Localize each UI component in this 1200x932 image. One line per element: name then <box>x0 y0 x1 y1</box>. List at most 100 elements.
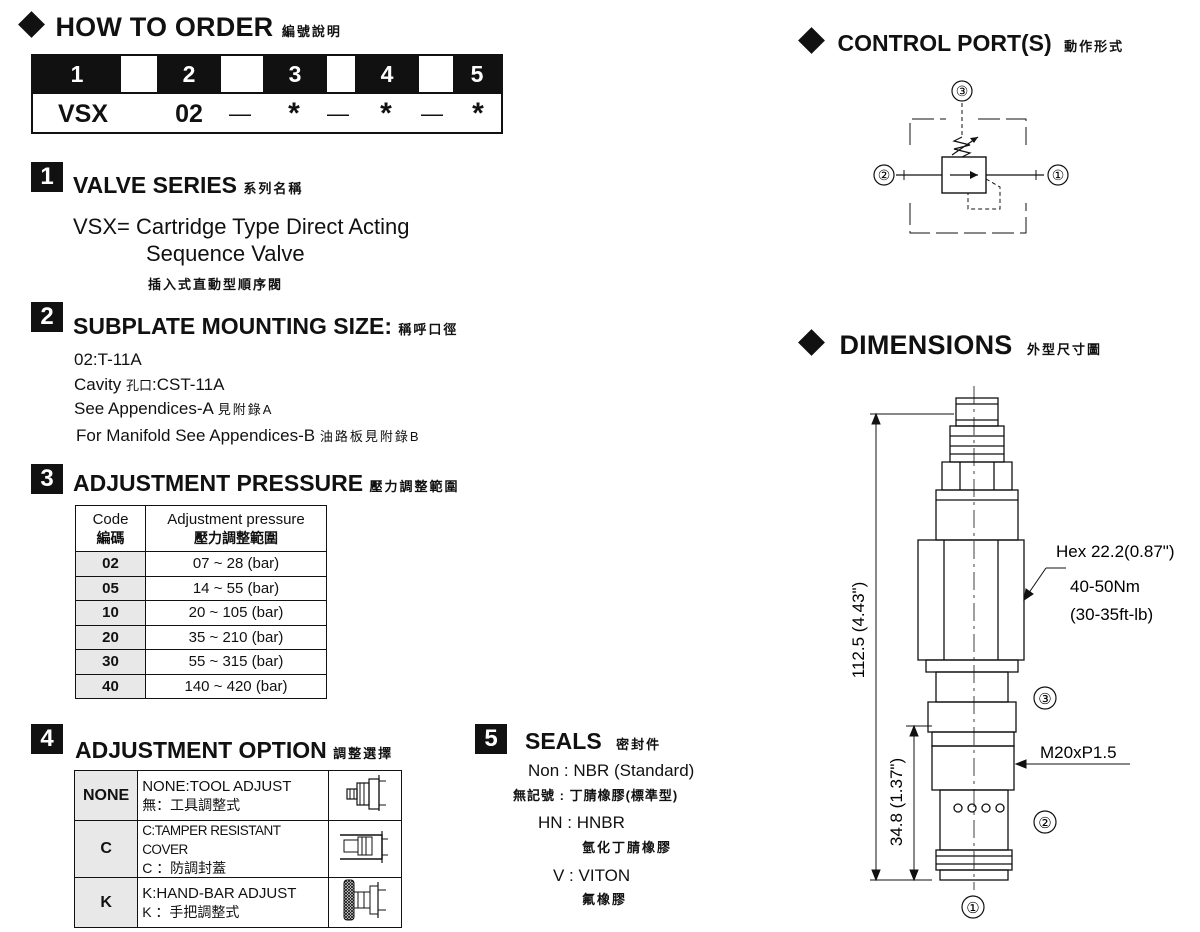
option-desc-en: C:TAMPER RESISTANT COVER <box>142 823 281 857</box>
option-code: K <box>73 877 139 928</box>
pressure-code: 02 <box>75 551 146 577</box>
seal-hn-row: HN : HNBR <box>538 813 625 833</box>
order-value-size: 02 <box>175 100 203 128</box>
adjustment-option-title: ADJUSTMENT OPTION <box>75 737 327 763</box>
section-5-title: SEALS 密封件 <box>525 728 661 755</box>
valve-series-line3-cjk: 插入式直動型順序閥 <box>148 277 284 292</box>
seal-non-desc: NBR (Standard) <box>573 761 695 780</box>
adjustment-option-title-cjk: 調整選擇 <box>333 746 394 761</box>
order-code-values: VSX 02 — * — * — * <box>33 92 501 132</box>
pressure-range: 07 ~ 28 (bar) <box>145 551 327 577</box>
diamond-bullet-icon <box>18 11 45 38</box>
hand-bar-icon <box>327 877 403 928</box>
torque-nm-label: 40-50Nm <box>1070 577 1140 596</box>
seals-title: SEALS <box>525 728 602 754</box>
seal-hn-desc: HNBR <box>576 813 625 832</box>
seal-non-row: Non : NBR (Standard) <box>528 761 694 781</box>
adjustment-pressure-title-cjk: 壓力調整範圍 <box>369 479 460 494</box>
option-desc-cjk: 無：工具調整式 <box>142 797 241 813</box>
option-desc-cjk: K ：手把調整式 <box>142 904 240 920</box>
option-table: NONE NONE:TOOL ADJUST 無：工具調整式 C C:TAMPER … <box>73 770 403 928</box>
seal-non-desc-cjk: 丁腈橡膠(標準型) <box>569 788 679 803</box>
subplate-line3: See Appendices-A 見附錄A <box>74 399 273 419</box>
section-3-number: 3 <box>31 464 63 494</box>
control-ports-heading: CONTROL PORT(S) 動作形式 <box>798 27 1125 57</box>
subplate-line4: For Manifold See Appendices-B 油路板見附錄B <box>76 426 421 446</box>
section-4-title: ADJUSTMENT OPTION 調整選擇 <box>75 737 393 764</box>
how-to-order-title-cjk: 編號說明 <box>281 24 342 39</box>
valve-series-line1: VSX= Cartridge Type Direct Acting <box>73 214 410 239</box>
order-code-header: 1 2 3 4 5 <box>33 56 501 92</box>
cartridge-dimension-drawing: 112.5 (4.43") 34.8 (1.37") Hex 22.2(0.87… <box>849 386 1175 919</box>
dim-port-3-label: ③ <box>1038 691 1051 708</box>
subplate-size-title-cjk: 稱呼口徑 <box>398 322 459 337</box>
section-2-title: SUBPLATE MOUNTING SIZE: 稱呼口徑 <box>73 313 458 340</box>
torque-ftlb-label: (30-35ft-lb) <box>1070 605 1153 624</box>
col-pressure-label: Adjustment pressure <box>167 510 305 528</box>
order-value-option: * <box>380 97 392 130</box>
dim-port-1-label: ① <box>966 900 979 917</box>
seal-non-code-cjk: 無記號 : <box>513 788 565 803</box>
col-code-label-cjk: 編碼 <box>96 529 125 546</box>
seal-v-cjk: 氟橡膠 <box>582 892 628 907</box>
dimensions-title: DIMENSIONS <box>839 330 1013 360</box>
seal-non-cjk-row: 無記號 : 丁腈橡膠(標準型) <box>513 785 678 804</box>
cavity-label: Cavity <box>74 375 122 394</box>
tool-adjust-icon <box>327 770 403 821</box>
option-desc-cjk: C ：防調封蓋 <box>142 860 227 876</box>
cavity-value: :CST-11A <box>151 375 225 394</box>
lower-length-label: 34.8 (1.37") <box>887 758 906 846</box>
control-ports-title-cjk: 動作形式 <box>1064 39 1125 54</box>
subplate-size-title: SUBPLATE MOUNTING SIZE: <box>73 313 393 339</box>
order-header-3: 3 <box>263 56 327 92</box>
option-desc-en: NONE:TOOL ADJUST <box>142 778 292 795</box>
pressure-code: 30 <box>75 649 146 675</box>
thread-size-label: M20xP1.5 <box>1040 743 1117 762</box>
pressure-code: 05 <box>75 575 146 601</box>
order-header-1: 1 <box>33 56 121 92</box>
option-code: C <box>73 820 139 878</box>
pressure-range: 14 ~ 55 (bar) <box>145 575 327 601</box>
diamond-bullet-icon <box>798 329 825 356</box>
pressure-range: 35 ~ 210 (bar) <box>145 624 327 650</box>
seal-hn-cjk: 氫化丁腈橡膠 <box>582 840 673 855</box>
seal-non-code: Non : <box>528 761 569 780</box>
appendix-b-text: For Manifold See Appendices-B <box>76 426 316 445</box>
option-desc-en: K:HAND-BAR ADJUST <box>142 885 297 902</box>
section-1-number: 1 <box>31 162 63 192</box>
seal-v-desc: VITON <box>578 866 631 885</box>
section-2-number: 2 <box>31 302 63 332</box>
control-port-3-label: ③ <box>956 83 969 99</box>
order-dash-3: — <box>421 101 443 126</box>
pressure-range: 20 ~ 105 (bar) <box>145 600 327 626</box>
table-row: C C:TAMPER RESISTANT COVER C ：防調封蓋 <box>73 820 403 878</box>
pressure-code: 20 <box>75 624 146 650</box>
option-desc: C:TAMPER RESISTANT COVER C ：防調封蓋 <box>137 820 329 878</box>
pressure-code: 10 <box>75 600 146 626</box>
section-4-number: 4 <box>31 724 63 754</box>
overall-length-label: 112.5 (4.43") <box>849 582 868 678</box>
how-to-order-heading: HOW TO ORDER 編號說明 <box>18 11 342 43</box>
order-header-2: 2 <box>157 56 221 92</box>
option-desc: K:HAND-BAR ADJUST K ：手把調整式 <box>137 877 329 928</box>
table-row: K K:HAND-BAR ADJUST K ：手把調整式 <box>73 877 403 928</box>
option-code: NONE <box>73 770 139 821</box>
dim-port-2-label: ② <box>1038 815 1051 832</box>
order-value-seals: * <box>472 97 484 130</box>
dimensions-heading: DIMENSIONS 外型尺寸圖 <box>798 329 1102 361</box>
control-port-symbol: ③ ② ① <box>873 80 1069 234</box>
tamper-cover-icon <box>327 820 403 878</box>
appendix-a-cjk: 見附錄A <box>217 402 274 417</box>
how-to-order-title: HOW TO ORDER <box>55 12 274 42</box>
order-value-pressure: * <box>288 97 300 130</box>
pressure-range: 140 ~ 420 (bar) <box>145 673 327 699</box>
valve-series-line2: Sequence Valve <box>146 241 305 266</box>
